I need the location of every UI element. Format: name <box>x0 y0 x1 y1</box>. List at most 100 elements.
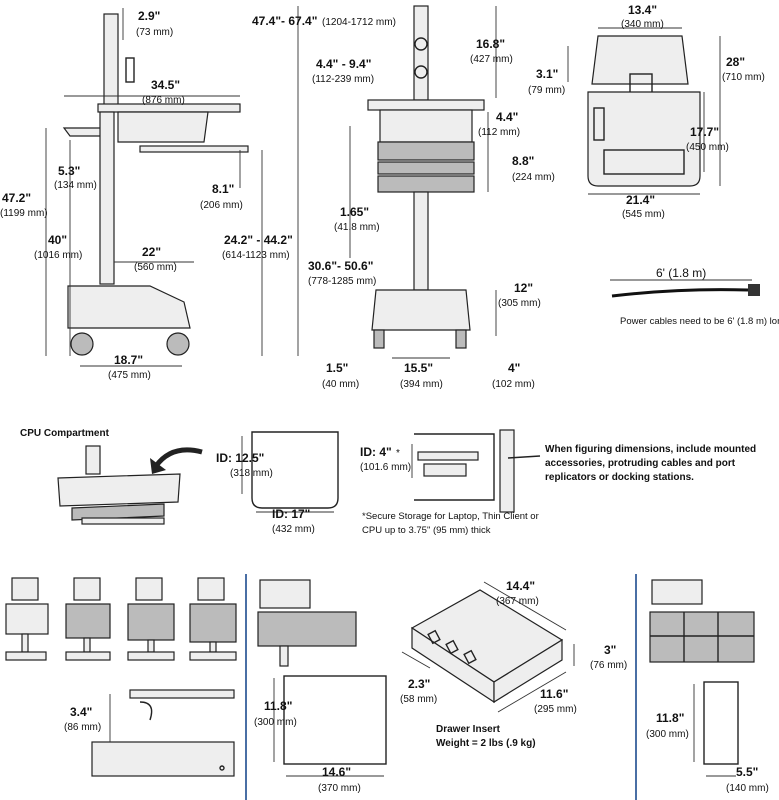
cpu-title: CPU Compartment <box>20 428 110 439</box>
cpu-tray <box>71 503 165 521</box>
insert-d-in: 11.6" <box>540 687 568 701</box>
front-work-surface <box>367 99 485 111</box>
insert-slot-in: 2.3" <box>408 677 430 691</box>
power-note: Power cables need to be 6' (1.8 m) long. <box>620 316 779 327</box>
top-d-depth-in: 28" <box>726 55 745 69</box>
side-d-wheel-mm: (475 mm) <box>108 370 151 381</box>
front-d-width-mm: (394 mm) <box>400 379 443 390</box>
top-d-width-mm: (545 mm) <box>622 209 665 220</box>
top-d-handle-mm: (79 mm) <box>528 85 565 96</box>
front-base <box>371 289 471 331</box>
side-d-tray-in: 8.1" <box>212 182 234 196</box>
insert-w-in: 14.4" <box>506 579 535 593</box>
top-d-keyboard-in: 13.4" <box>628 3 657 17</box>
front-vesa-bottom <box>414 65 428 79</box>
front-d-caster-mm: (40 mm) <box>322 379 359 390</box>
front-d-drawer-in: 8.8" <box>512 154 534 168</box>
figuring-note-line-3: replicators or docking stations. <box>545 472 694 483</box>
single-drawer-w-mm: (370 mm) <box>318 783 361 794</box>
front-d-caster-in: 1.5" <box>326 361 348 375</box>
side-view: 2.9" (73 mm) 34.5" (876 mm) 5.3" (134 mm… <box>0 8 293 381</box>
side-d-base-in: 22" <box>142 245 161 259</box>
multi-drawer-w-in: 5.5" <box>736 765 758 779</box>
power-cable: 6' (1.8 m) Power cables need to be 6' (1… <box>610 266 779 327</box>
top-view: 13.4" (340 mm) 28" (710 mm) 3.1" (79 mm)… <box>528 3 765 220</box>
cpu-id-depth-mm: (101.6 mm) <box>360 462 411 473</box>
multi-drawer: 11.8" (300 mm) 5.5" (140 mm) <box>646 579 769 794</box>
figuring-note-line-2: accessories, protruding cables and port <box>545 458 736 469</box>
front-caster-right <box>455 329 467 349</box>
cpu-housing <box>57 473 181 507</box>
front-upper-housing <box>379 109 473 143</box>
top-side-slot <box>593 107 605 141</box>
top-keyboard-area <box>603 149 685 175</box>
front-d-mount-mm: (427 mm) <box>470 54 513 65</box>
side-d-base-mm: (560 mm) <box>134 262 177 273</box>
top-tray <box>587 91 701 187</box>
front-d-work-in: 4.4" <box>496 110 518 124</box>
front-d-overall-mm: (1204-1712 mm) <box>322 17 396 28</box>
multi-drawer-w-mm: (140 mm) <box>726 783 769 794</box>
front-drawer-2 <box>377 161 475 175</box>
top-d-depth-mm: (710 mm) <box>722 72 765 83</box>
front-d-work-mm: (112 mm) <box>478 127 520 138</box>
figuring-note-line-1: When figuring dimensions, include mounte… <box>545 444 756 455</box>
drawer-insert: 14.4" (367 mm) 3" (76 mm) 2.3" (58 mm) 1… <box>400 579 627 749</box>
cpu-id-depth-star: * <box>396 448 400 459</box>
front-d-clear-in: 4" <box>508 361 520 375</box>
top-d-handle-in: 3.1" <box>536 67 558 81</box>
front-d-column-in: 1.65" <box>340 205 369 219</box>
side-keyboard-tray <box>139 145 249 153</box>
drawer-height-mm: (86 mm) <box>64 722 101 733</box>
side-base <box>67 285 191 329</box>
side-d-work-in: 40" <box>48 233 67 247</box>
front-d-surface-mm: (778-1285 mm) <box>308 276 376 287</box>
cpu-shelf-lower <box>423 463 467 477</box>
cpu-side-column <box>499 429 515 513</box>
power-cable-length: 6' (1.8 m) <box>656 266 706 280</box>
front-d-width-in: 15.5" <box>404 361 433 375</box>
insert-d-mm: (295 mm) <box>534 704 577 715</box>
side-caster-right <box>166 332 190 356</box>
cpu-face <box>251 431 339 509</box>
front-d-vesa-in: 4.4" - 9.4" <box>316 57 371 71</box>
side-caster-left <box>70 332 94 356</box>
cpu-footnote-2: CPU up to 3.75" (95 mm) thick <box>362 525 491 536</box>
side-d-travel-mm: (614-1123 mm) <box>222 250 290 261</box>
front-column <box>413 191 429 291</box>
front-d-column-mm: (41.8 mm) <box>334 222 380 233</box>
cpu-column <box>85 445 101 475</box>
front-d-drawer-mm: (224 mm) <box>512 172 555 183</box>
front-d-base-mm: (305 mm) <box>498 298 541 309</box>
front-view: 47.4"- 67.4" (1204-1712 mm) 16.8" (427 m… <box>252 5 555 390</box>
single-drawer: 11.8" (300 mm) 14.6" (370 mm) <box>254 579 387 794</box>
insert-w-mm: (367 mm) <box>496 596 539 607</box>
cpu-side-section <box>414 433 495 501</box>
front-mast <box>413 5 429 101</box>
power-cable-icon <box>611 288 749 298</box>
cpu-keyboard <box>81 517 165 525</box>
drawer-height-in: 3.4" <box>70 705 92 719</box>
top-d-width-in: 21.4" <box>626 193 655 207</box>
side-d-travel-in: 24.2" - 44.2" <box>224 233 293 247</box>
side-d-total-mm: (1199 mm) <box>0 208 48 219</box>
side-mount <box>125 57 135 83</box>
multi-drawer-h-in: 11.8" <box>656 711 684 725</box>
insert-h-in: 3" <box>604 643 616 657</box>
side-mast <box>103 13 119 107</box>
side-wrist-rest <box>62 127 105 137</box>
single-drawer-h-in: 11.8" <box>264 699 292 713</box>
insert-label: Drawer Insert <box>436 724 501 735</box>
cpu-shelf <box>417 451 479 461</box>
configuration-thumbnails <box>5 577 237 661</box>
side-d-top-offset-mm: (73 mm) <box>136 27 173 38</box>
cpu-id-width-in: ID: 17" <box>272 507 310 521</box>
side-d-total-in: 47.2" <box>2 191 31 205</box>
config-1 <box>5 577 49 661</box>
cpu-footnote-1: *Secure Storage for Laptop, Thin Client … <box>362 511 539 522</box>
side-d-top-offset-in: 2.9" <box>138 9 160 23</box>
side-d-wrist-in: 5.3" <box>58 164 80 178</box>
cpu-bracket <box>507 455 541 459</box>
side-d-depth-in: 34.5" <box>151 78 180 92</box>
